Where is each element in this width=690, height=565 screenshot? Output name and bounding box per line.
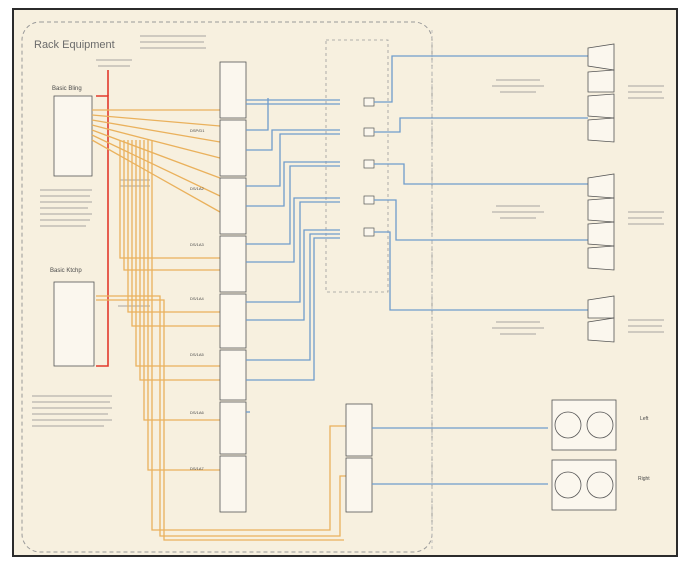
- svg-text:DS/1A4: DS/1A4: [190, 296, 205, 301]
- speaker-cluster-rules: [492, 79, 664, 335]
- svg-text:DSP/D1: DSP/D1: [190, 128, 205, 133]
- svg-text:DS/1A2: DS/1A2: [190, 186, 205, 191]
- subwoofers: [551, 399, 617, 511]
- speaker-feeds: [374, 55, 588, 311]
- orange-cables: [91, 109, 346, 541]
- diagram-title: Rack Equipment: [34, 39, 115, 51]
- svg-text:DS/1A3: DS/1A3: [190, 242, 205, 247]
- blue-cables: [246, 98, 340, 413]
- notes: [32, 35, 206, 427]
- brain-left-box: [53, 95, 93, 177]
- sub-amps: [345, 403, 373, 513]
- rack-blocks: [219, 61, 247, 513]
- red-cable: [96, 95, 109, 367]
- speaker-clusters: [587, 43, 615, 343]
- brain-left-title: Basic Bling: [52, 86, 82, 92]
- brain-left2-title: Basic Ktchp: [50, 268, 82, 274]
- sub-right-label: Right: [638, 476, 650, 482]
- patch-region: [325, 39, 389, 293]
- rack-block-labels: DSP/D1 DS/1A2 DS/1A3 DS/1A4 DS/1A5 DS/1A…: [190, 128, 205, 471]
- svg-text:DS/1A5: DS/1A5: [190, 352, 205, 357]
- svg-text:DS/1A6: DS/1A6: [190, 410, 205, 415]
- brain-left2-box: [53, 281, 95, 367]
- sub-feeds: [372, 427, 548, 485]
- svg-text:DS/1A7: DS/1A7: [190, 466, 205, 471]
- sub-left-label: Left: [640, 416, 649, 422]
- patch-connectors: [363, 97, 375, 237]
